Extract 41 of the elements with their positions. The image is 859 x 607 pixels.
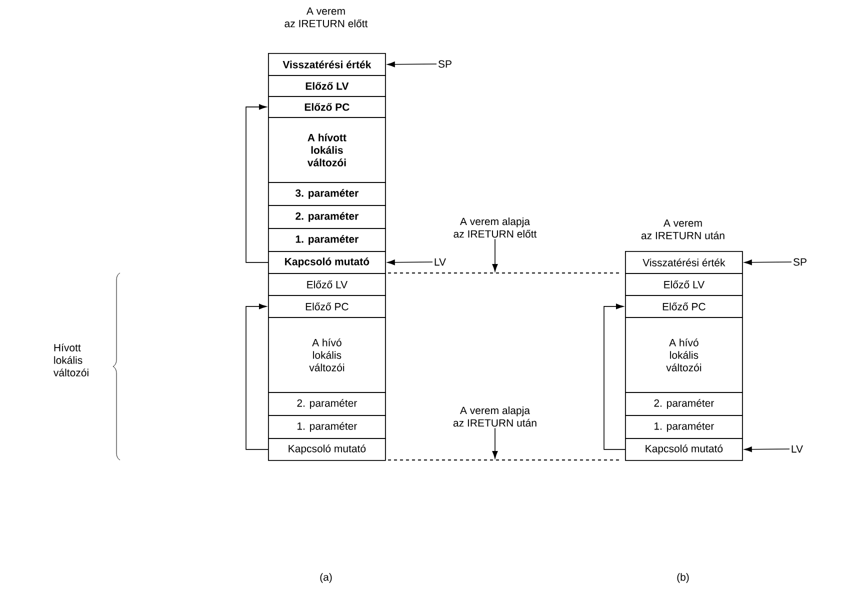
base-arrow <box>492 238 498 272</box>
stack-title: A verem az IRETURN előtt <box>284 7 368 28</box>
stack-cell: Előző PC <box>268 96 386 118</box>
stack-cell: Előző PC <box>268 295 386 318</box>
stack-cell: A hívott lokális változói <box>268 117 386 183</box>
stack-cell: Előző LV <box>625 273 743 296</box>
stack-cell: 2. paraméter <box>625 392 743 416</box>
register-label: LV <box>434 258 446 266</box>
link-arrow <box>246 104 268 263</box>
panel-label: (b) <box>677 573 689 583</box>
stack-cell: Előző LV <box>268 273 386 296</box>
register-label: SP <box>793 258 806 266</box>
stack-cell: 2. paraméter <box>268 392 386 416</box>
stack-cell: 3. paraméter <box>268 182 386 206</box>
stack-cell: Kapcsoló mutató <box>625 438 743 461</box>
stack-cell: Előző LV <box>268 75 386 97</box>
panel-label: (a) <box>320 573 332 583</box>
pointer-arrow <box>387 62 437 68</box>
stack-title: A verem az IRETURN után <box>641 219 724 240</box>
register-label: LV <box>792 445 803 453</box>
register-label: SP <box>438 60 452 68</box>
stack-cell: 1. paraméter <box>625 415 743 439</box>
stack-cell: Visszatérési érték <box>625 251 743 274</box>
stack-cell: 2. paraméter <box>268 205 386 229</box>
stack-cell: 1. paraméter <box>268 228 386 252</box>
stack-cell: A hívó lokális változói <box>625 317 743 393</box>
stack-base-label: A verem alapja az IRETURN előtt <box>454 217 537 238</box>
stack-cell: 1. paraméter <box>268 415 386 439</box>
pointer-arrow <box>744 446 790 452</box>
base-arrow <box>492 428 498 459</box>
link-arrow <box>246 304 268 450</box>
brace-label: Hívott lokális változói <box>54 344 88 376</box>
stack-cell: Kapcsoló mutató <box>268 251 386 274</box>
link-arrow <box>604 304 626 450</box>
stack-cell: A hívó lokális változói <box>268 317 386 393</box>
stack-cell: Visszatérési érték <box>268 53 386 76</box>
pointer-arrow <box>387 260 433 266</box>
pointer-arrow <box>744 260 792 266</box>
stack-cell: Előző PC <box>625 295 743 318</box>
stack-cell: Kapcsoló mutató <box>268 438 386 461</box>
stack-base-label: A verem alapja az IRETURN után <box>453 406 536 427</box>
